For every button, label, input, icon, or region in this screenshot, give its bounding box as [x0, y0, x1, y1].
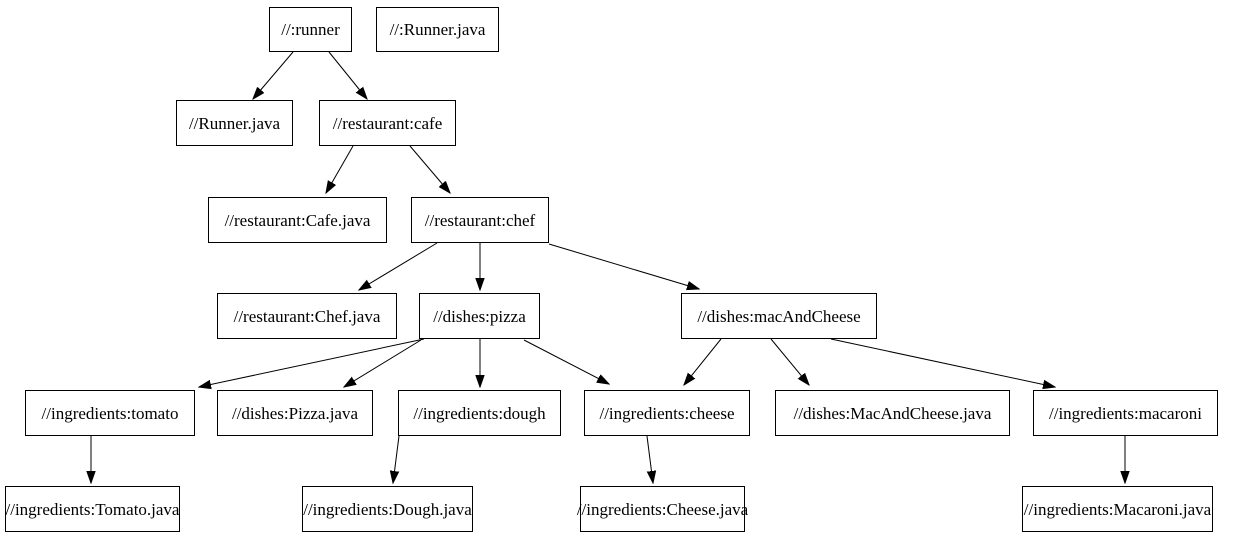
node-label-cheese-java: //ingredients:Cheese.java: [576, 499, 749, 519]
node-label-dough-java: //ingredients:Dough.java: [303, 499, 472, 519]
graph-node-chef-java: //restaurant:Chef.java: [217, 293, 397, 339]
graph-node-pizza-java: //dishes:Pizza.java: [217, 390, 373, 436]
edge-chef-to-mac-and-cheese: [548, 243, 699, 289]
edge-pizza-to-cheese: [523, 339, 609, 384]
edge-runner-to-cafe: [328, 51, 367, 99]
node-label-mac-and-cheese: //dishes:macAndCheese: [697, 306, 861, 326]
node-label-tomato-java: //ingredients:Tomato.java: [5, 499, 180, 519]
graph-node-tomato-java: //ingredients:Tomato.java: [5, 486, 180, 532]
graph-node-runner-java-src: //:Runner.java: [376, 7, 499, 52]
graph-node-dough-java: //ingredients:Dough.java: [302, 486, 473, 532]
edge-pizza-to-tomato: [199, 338, 425, 387]
edge-cafe-to-chef: [409, 145, 450, 193]
edge-chef-to-chef-java: [359, 242, 438, 290]
node-label-runner-java: //Runner.java: [188, 113, 281, 133]
node-label-macaroni: //ingredients:macaroni: [1049, 403, 1202, 423]
node-label-mac-java: //dishes:MacAndCheese.java: [793, 403, 992, 423]
node-label-runner-java-src: //:Runner.java: [389, 20, 486, 39]
graph-node-cheese-java: //ingredients:Cheese.java: [576, 486, 749, 532]
edge-runner-to-runner-java: [253, 51, 294, 99]
graph-node-cheese: //ingredients:cheese: [584, 390, 750, 436]
graph-node-dough: //ingredients:dough: [398, 390, 561, 436]
node-label-pizza: //dishes:pizza: [433, 306, 526, 326]
graph-node-runner: //:runner: [269, 7, 352, 52]
edge-mac-and-cheese-to-macaroni: [830, 338, 1055, 387]
edge-cheese-to-cheese-java: [646, 435, 653, 483]
node-label-chef-java: //restaurant:Chef.java: [233, 306, 381, 326]
edge-pizza-to-pizza-java: [344, 339, 422, 387]
graph-node-chef: //restaurant:chef: [411, 197, 549, 243]
graph-node-mac-and-cheese: //dishes:macAndCheese: [681, 293, 877, 339]
edge-dough-to-dough-java: [393, 435, 400, 483]
node-label-pizza-java: //dishes:Pizza.java: [231, 403, 359, 423]
graph-node-macaroni: //ingredients:macaroni: [1033, 390, 1218, 436]
node-label-dough: //ingredients:dough: [413, 403, 546, 423]
node-label-cheese: //ingredients:cheese: [599, 403, 735, 423]
graph-node-tomato: //ingredients:tomato: [25, 390, 195, 436]
graph-node-macaroni-java: //ingredients:Macaroni.java: [1022, 486, 1213, 532]
graph-node-pizza: //dishes:pizza: [419, 293, 540, 339]
graph-node-mac-java: //dishes:MacAndCheese.java: [775, 390, 1010, 436]
edge-cafe-to-cafe-java: [326, 145, 354, 193]
edge-mac-and-cheese-to-mac-java: [770, 338, 809, 385]
node-label-macaroni-java: //ingredients:Macaroni.java: [1023, 499, 1212, 519]
node-label-runner: //:runner: [281, 20, 340, 39]
graph-node-runner-java: //Runner.java: [176, 100, 293, 146]
edge-mac-and-cheese-to-cheese: [684, 338, 722, 385]
graph-node-cafe-java: //restaurant:Cafe.java: [208, 197, 387, 243]
node-label-chef: //restaurant:chef: [424, 210, 536, 230]
node-label-cafe-java: //restaurant:Cafe.java: [224, 210, 371, 230]
node-label-cafe: //restaurant:cafe: [332, 113, 443, 133]
graph-node-cafe: //restaurant:cafe: [319, 100, 456, 146]
node-label-tomato: //ingredients:tomato: [41, 403, 179, 423]
